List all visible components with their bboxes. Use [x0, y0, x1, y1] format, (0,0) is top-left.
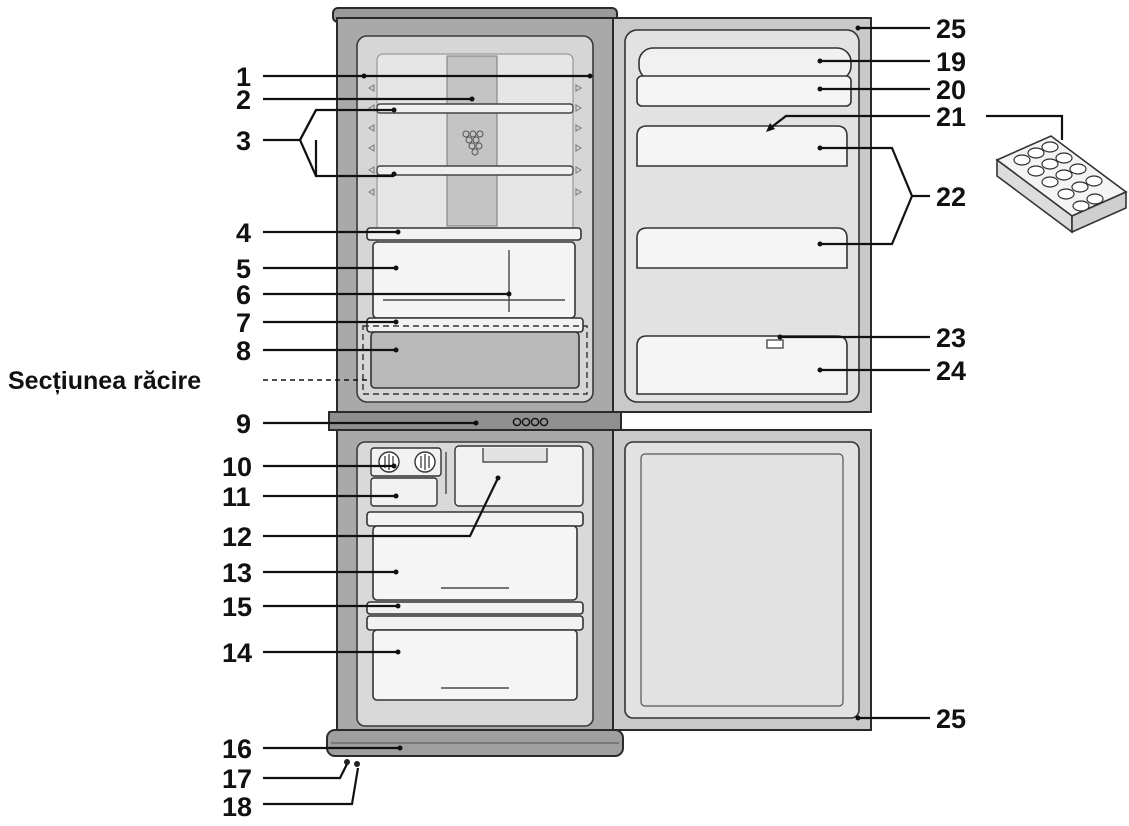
ice-cube-tray [995, 135, 1128, 234]
freezer-shelf [366, 601, 584, 615]
callout-7: 7 [236, 308, 251, 338]
leader-lines [263, 25, 1064, 806]
callout-25-top: 25 [936, 14, 966, 44]
callout-4: 4 [236, 218, 251, 248]
glass-shelf [376, 165, 574, 176]
freezer-compartment [336, 429, 614, 731]
callout-18: 18 [222, 792, 252, 822]
glass-shelf [376, 103, 574, 114]
callout-23: 23 [936, 323, 966, 353]
vegetable-crisper [372, 241, 576, 319]
callout-6: 6 [236, 280, 251, 310]
chiller-drawer [370, 331, 580, 389]
grape-logo [462, 130, 484, 156]
callout-16: 16 [222, 734, 252, 764]
door-bin [636, 125, 848, 167]
callout-10: 10 [222, 452, 252, 482]
callout-21: 21 [936, 102, 966, 132]
callout-13: 13 [222, 558, 252, 588]
cooling-section-label: Secțiunea răcire [8, 367, 201, 395]
freezer-drawer-lower [372, 629, 578, 701]
callout-1: 1 [236, 62, 251, 92]
bottle-bin [636, 335, 848, 395]
crisper-cover-shelf [366, 227, 582, 241]
door-bin [636, 227, 848, 269]
callout-2: 2 [236, 85, 251, 115]
callout-20: 20 [936, 75, 966, 105]
fridge-door [612, 17, 872, 413]
callout-5: 5 [236, 254, 251, 284]
callout-15: 15 [222, 592, 252, 622]
chiller-cover [366, 317, 584, 333]
callout-24: 24 [936, 356, 966, 386]
fridge-compartment [332, 7, 618, 413]
callout-25-bottom: 25 [936, 704, 966, 734]
callout-3: 3 [236, 126, 251, 156]
ice-bank [370, 477, 438, 507]
callout-14: 14 [222, 638, 252, 668]
callout-12: 12 [222, 522, 252, 552]
bottle-guard [766, 339, 784, 349]
callout-labels: 1 2 3 4 5 6 7 8 Secțiunea răcire 9 10 11… [8, 14, 966, 822]
callout-19: 19 [936, 47, 966, 77]
freezer-door [612, 429, 872, 731]
callout-17: 17 [222, 764, 252, 794]
callout-11: 11 [222, 482, 251, 512]
dairy-compartment [636, 75, 852, 107]
callout-22: 22 [936, 182, 966, 212]
chiller-section-outline [362, 325, 588, 395]
callout-9: 9 [236, 409, 251, 439]
callout-8: 8 [236, 336, 251, 366]
